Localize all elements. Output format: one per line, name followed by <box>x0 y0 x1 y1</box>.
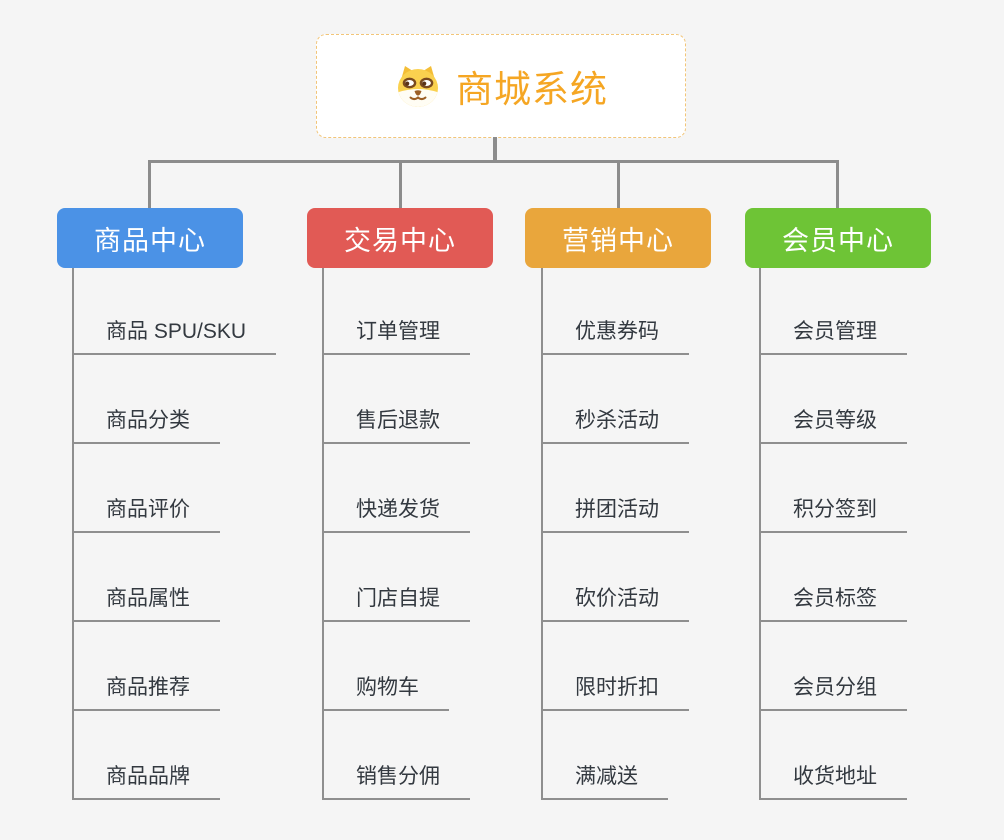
leaf-node[interactable]: 门店自提 <box>322 582 470 622</box>
branch-column-marketing: 优惠券码 秒杀活动 拼团活动 砍价活动 限时折扣 满减送 <box>541 266 689 800</box>
connector-horizontal-rail <box>148 160 839 163</box>
branch-label: 营销中心 <box>562 225 674 256</box>
leaf-node[interactable]: 会员分组 <box>759 671 907 711</box>
leaf-node[interactable]: 销售分佣 <box>322 760 470 800</box>
branch-column-trade: 订单管理 售后退款 快递发货 门店自提 购物车 销售分佣 <box>322 266 470 800</box>
branch-product-center[interactable]: 商品中心 <box>57 208 243 268</box>
leaf-node[interactable]: 商品 SPU/SKU <box>72 315 277 355</box>
leaf-node[interactable]: 砍价活动 <box>541 582 689 622</box>
leaf-node[interactable]: 购物车 <box>322 671 449 711</box>
leaf-node[interactable]: 订单管理 <box>322 315 470 355</box>
connector-branch-stub <box>836 162 839 210</box>
root-title: 商城系统 <box>456 69 608 110</box>
leaf-node[interactable]: 商品推荐 <box>72 671 220 711</box>
leaf-node[interactable]: 积分签到 <box>759 493 907 533</box>
leaf-node[interactable]: 售后退款 <box>322 404 470 444</box>
connector-column-line <box>72 268 74 800</box>
connector-column-line <box>759 268 761 800</box>
branch-member-center[interactable]: 会员中心 <box>745 208 931 268</box>
root-node[interactable]: 商城系统 <box>316 34 686 138</box>
leaf-node[interactable]: 拼团活动 <box>541 493 689 533</box>
branch-label: 交易中心 <box>344 225 456 256</box>
dog-face-icon <box>398 66 438 107</box>
branch-label: 会员中心 <box>782 225 894 256</box>
leaf-node[interactable]: 快递发货 <box>322 493 470 533</box>
leaf-node[interactable]: 商品分类 <box>72 404 220 444</box>
branch-marketing-center[interactable]: 营销中心 <box>525 208 711 268</box>
connector-branch-stub <box>148 162 151 210</box>
branch-column-member: 会员管理 会员等级 积分签到 会员标签 会员分组 收货地址 <box>759 266 907 800</box>
branch-label: 商品中心 <box>94 225 206 256</box>
leaf-node[interactable]: 商品属性 <box>72 582 220 622</box>
connector-branch-stub <box>399 162 402 210</box>
leaf-node[interactable]: 商品品牌 <box>72 760 220 800</box>
leaf-node[interactable]: 会员等级 <box>759 404 907 444</box>
leaf-node[interactable]: 优惠券码 <box>541 315 689 355</box>
connector-branch-stub <box>617 162 620 210</box>
connector-column-line <box>541 268 543 800</box>
leaf-node[interactable]: 收货地址 <box>759 760 907 800</box>
leaf-node[interactable]: 会员标签 <box>759 582 907 622</box>
leaf-node[interactable]: 会员管理 <box>759 315 907 355</box>
branch-trade-center[interactable]: 交易中心 <box>307 208 493 268</box>
branch-column-product: 商品 SPU/SKU 商品分类 商品评价 商品属性 商品推荐 商品品牌 <box>72 266 277 800</box>
leaf-node[interactable]: 限时折扣 <box>541 671 689 711</box>
leaf-node[interactable]: 商品评价 <box>72 493 220 533</box>
connector-root-stub <box>493 137 497 163</box>
leaf-node[interactable]: 满减送 <box>541 760 668 800</box>
leaf-node[interactable]: 秒杀活动 <box>541 404 689 444</box>
connector-column-line <box>322 268 324 800</box>
